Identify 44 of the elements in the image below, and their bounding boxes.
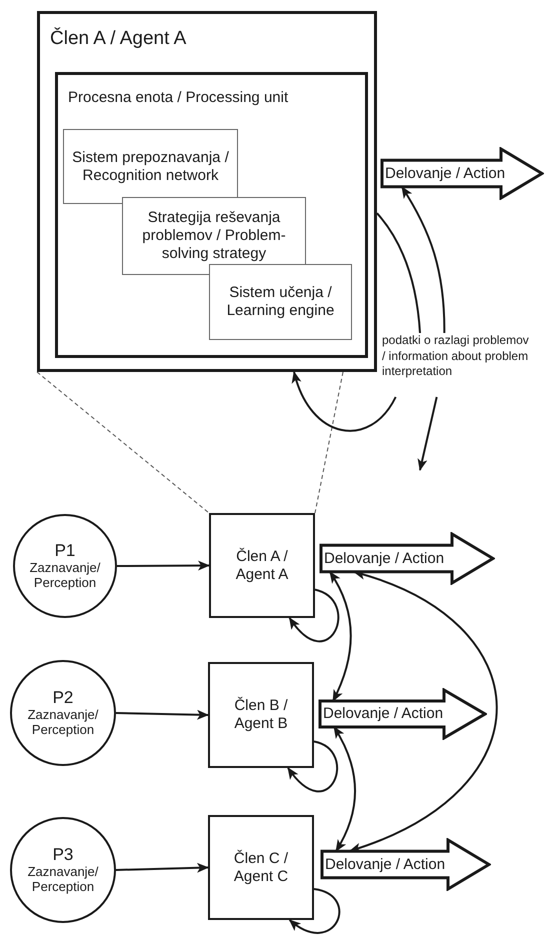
- component-label: Sistem prepoznavanja / Recognition network: [71, 148, 230, 184]
- arrow: [329, 571, 352, 702]
- perception-id: P3: [52, 845, 74, 865]
- perception-id: P1: [54, 541, 76, 561]
- agent-label: Člen B / Agent B: [233, 697, 289, 733]
- agent-box: [209, 513, 315, 618]
- perception-label: Zaznavanje/ Perception: [28, 560, 102, 591]
- container-title: Člen A / Agent A: [50, 28, 186, 50]
- unit-title: Procesna enota / Processing unit: [68, 89, 288, 106]
- dashed-line: [36, 372, 210, 514]
- arrow: [288, 888, 340, 934]
- agent-label: Člen C / Agent C: [232, 850, 290, 886]
- arrow: [288, 588, 340, 642]
- component-label: Sistem učenja / Learning engine: [226, 284, 336, 320]
- action-label: Delovanje / Action: [325, 856, 446, 874]
- perception-circle: [10, 660, 116, 766]
- container-box: [37, 11, 377, 372]
- arrow: [116, 710, 209, 720]
- arrow: [292, 371, 397, 432]
- dashed-line: [314, 372, 344, 514]
- arrow: [116, 862, 209, 873]
- container-box: [55, 72, 368, 358]
- perception-id: P2: [52, 688, 74, 708]
- arrow: [117, 560, 210, 571]
- perception-circle: [10, 817, 116, 923]
- arrow: [333, 726, 356, 852]
- component-box: [63, 129, 238, 204]
- agent-box: [208, 815, 314, 920]
- perception-label: Zaznavanje/ Perception: [26, 708, 100, 738]
- perception-label: Zaznavanje/ Perception: [26, 864, 100, 895]
- arrow: [349, 570, 498, 852]
- arrow: [418, 396, 438, 471]
- component-box: [122, 197, 306, 275]
- component-label: Strategija reševanja problemov / Problem-solving strategy: [141, 209, 287, 263]
- arrow: [401, 186, 446, 333]
- action-label: Delovanje / Action: [323, 705, 444, 723]
- arrow: [287, 740, 338, 792]
- action-label: Delovanje / Action: [385, 164, 506, 182]
- connector-line: [376, 212, 421, 334]
- component-box: [209, 264, 352, 340]
- agent-label: Člen A / Agent A: [234, 548, 290, 584]
- action-label: Delovanje / Action: [324, 550, 444, 568]
- perception-circle: [13, 514, 117, 618]
- agent-box: [208, 662, 314, 768]
